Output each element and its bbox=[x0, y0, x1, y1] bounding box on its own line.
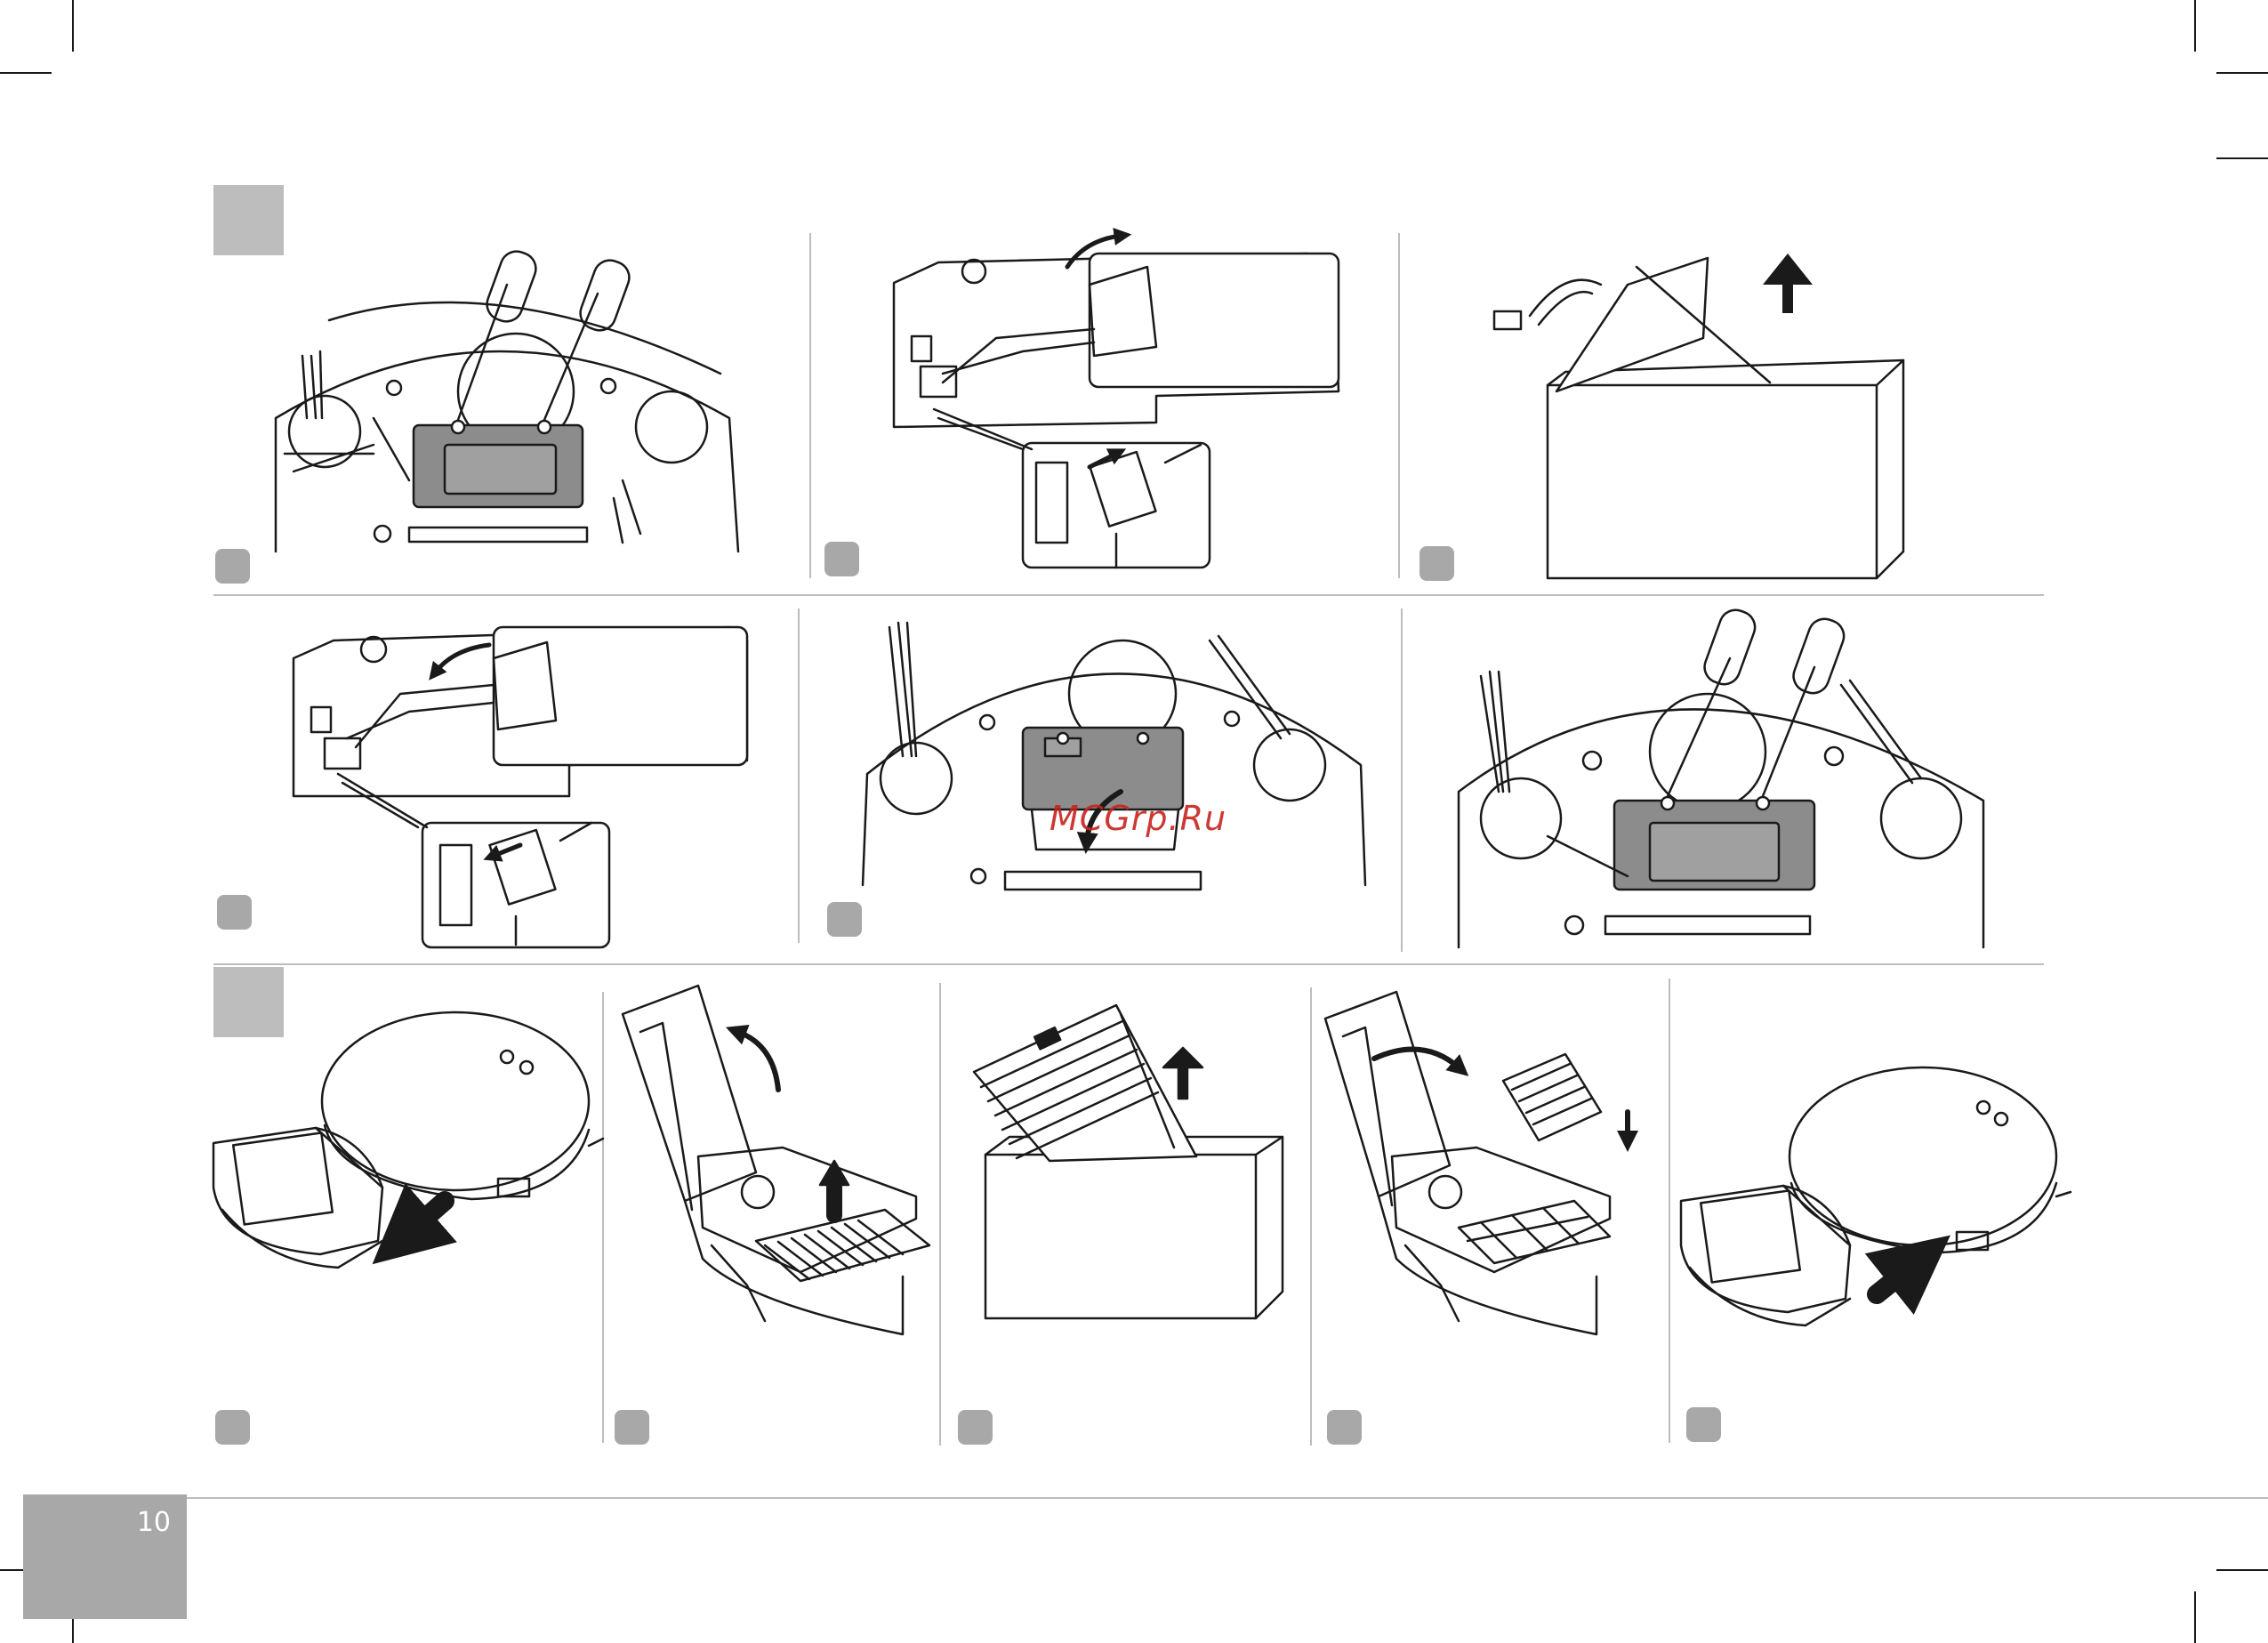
step-badge bbox=[615, 1410, 649, 1445]
battery-connect-plug-icon bbox=[294, 627, 747, 947]
section-badge-filter bbox=[213, 967, 284, 1037]
step-badge bbox=[824, 542, 859, 576]
step-badge bbox=[217, 895, 252, 930]
grid-dividers bbox=[187, 233, 2268, 1498]
step-badge bbox=[827, 902, 862, 937]
robot-bottom-unscrew-cover-icon bbox=[276, 247, 738, 552]
robot-bottom-screw-cover-icon bbox=[1459, 606, 1983, 947]
step-badge bbox=[1420, 546, 1454, 581]
step-badge bbox=[1686, 1407, 1721, 1442]
section-badge-battery bbox=[213, 185, 284, 255]
filter-dispose-box-icon bbox=[974, 1005, 1283, 1318]
step-badge bbox=[958, 1410, 993, 1445]
dustbin-lid-open-filter-out-icon bbox=[623, 986, 929, 1334]
dustbin-remove-icon bbox=[213, 1012, 603, 1268]
page-number-badge: 10 bbox=[23, 1494, 187, 1619]
dustbin-insert-icon bbox=[1681, 1067, 2071, 1325]
step-badge bbox=[215, 1410, 250, 1445]
battery-disconnect-plug-icon bbox=[894, 236, 1339, 568]
battery-dispose-box-icon bbox=[1494, 254, 1903, 578]
step-badge bbox=[1327, 1410, 1362, 1445]
battery-cover-close-icon bbox=[863, 623, 1365, 890]
watermark: MCGrp.Ru bbox=[1050, 799, 1226, 838]
page-number: 10 bbox=[137, 1507, 171, 1538]
step-badge bbox=[215, 549, 250, 584]
filter-insert-lid-close-icon bbox=[1325, 992, 1628, 1334]
